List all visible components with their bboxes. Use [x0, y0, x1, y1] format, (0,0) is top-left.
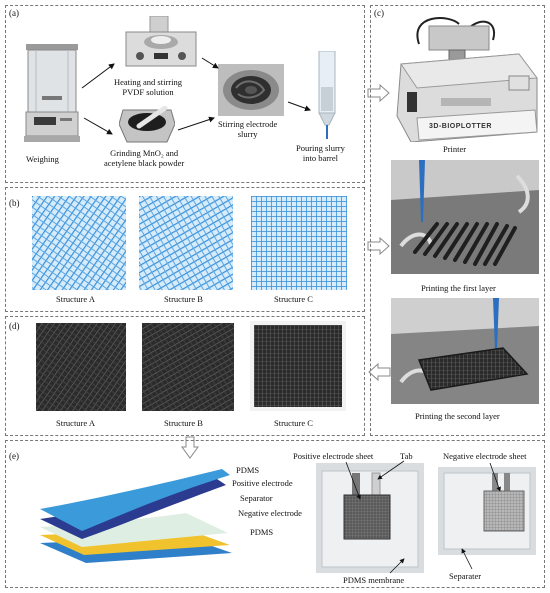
barrel-photo [318, 51, 336, 139]
grinding-line-2: acetylene black powder [104, 158, 185, 168]
first-layer-photo [391, 160, 539, 274]
printer-caption: Printer [443, 144, 467, 154]
pouring-line-2: into barrel [302, 153, 339, 163]
stirrer-photo [125, 16, 197, 67]
mortar-photo [119, 106, 175, 143]
panel-e: (e) PDMS Positive electrode Separator Ne… [5, 440, 545, 588]
process-arrows [81, 57, 311, 135]
layer-pdms-top [40, 469, 230, 531]
negative-sheet-caption: Negative electrode sheet [443, 451, 527, 461]
tab-caption: Tab [400, 451, 413, 461]
second-layer-caption: Printing the second layer [415, 411, 500, 421]
weighing-caption: Weighing [26, 154, 59, 164]
panel-c-tag: (c) [374, 8, 384, 18]
structure-b-c-caption: Structure C [274, 294, 313, 304]
leader-separater [461, 548, 473, 570]
stirring-line-1: Stirring electrode [218, 119, 278, 129]
panel-b-tag: (b) [9, 198, 20, 208]
panel-a-tag: (a) [9, 8, 19, 18]
pouring-line-1: Pouring slurry [296, 143, 345, 153]
stirring-line-2: slurry [237, 129, 258, 139]
arrow-mortar-to-slurry [177, 116, 215, 131]
arrow-to-stirrer [81, 63, 115, 89]
printer-photo [396, 17, 538, 142]
pouring-caption: Pouring slurry into barrel [296, 143, 345, 163]
exploded-layers-diagram [40, 469, 232, 563]
layer-separator [40, 513, 228, 547]
negative-device-photo [438, 467, 536, 555]
label-positive-electrode: Positive electrode [232, 478, 293, 488]
printed-structure-b [142, 323, 234, 411]
pdms-membrane-caption: PDMS membrane [343, 575, 405, 585]
label-separator: Separator [240, 493, 273, 503]
structure-c-pattern [251, 196, 347, 290]
structure-b-a-caption: Structure A [56, 294, 95, 304]
arrow-to-mortar [83, 117, 113, 135]
heating-line-2: PVDF solution [122, 87, 174, 97]
structure-b-pattern [139, 196, 233, 290]
panel-d-tag: (d) [9, 321, 20, 331]
printed-structure-a [36, 323, 126, 411]
balance-photo [24, 44, 80, 142]
stirring-caption: Stirring electrode slurry [218, 119, 277, 139]
structure-d-c-caption: Structure C [274, 418, 313, 428]
label-negative-electrode: Negative electrode [238, 508, 302, 518]
slurry-photo [218, 64, 284, 116]
positive-sheet-caption: Positive electrode sheet [293, 451, 374, 461]
structure-d-a-caption: Structure A [56, 418, 95, 428]
panel-e-leader-lines [345, 460, 501, 574]
printed-filaments [413, 222, 517, 266]
printer-brand: 3D-BIOPLOTTER [429, 123, 492, 130]
panel-c: (c) 3D-BIOPLOTTER Printer [370, 5, 545, 436]
separater-caption: Separater [449, 571, 482, 581]
label-pdms-bottom: PDMS [250, 527, 274, 537]
arrow-stirrer-to-slurry [201, 57, 219, 69]
arrow-slurry-to-barrel [287, 101, 311, 112]
positive-device-photo [316, 463, 424, 573]
panel-a: (a) Weighing Heating and stirring PVDF s… [5, 5, 365, 183]
first-layer-caption: Printing the first layer [421, 283, 496, 293]
leader-pdms-membrane [389, 558, 405, 574]
grinding-caption: Grinding MnO₂ and acetylene black powder [104, 148, 184, 168]
hollow-arrow-d-to-e [181, 436, 199, 459]
panel-e-tag: (e) [9, 451, 19, 461]
leader-negative-sheet [489, 462, 501, 492]
heating-line-1: Heating and stirring [114, 77, 182, 87]
panel-d: (d) Structure A Structure B Structure C [5, 316, 365, 436]
structure-a-pattern [32, 196, 126, 290]
second-layer-photo [391, 298, 539, 404]
printed-structure-c [250, 321, 346, 411]
panel-b: (b) Structure A Structure B Structure C [5, 187, 365, 312]
label-pdms-top: PDMS [236, 465, 260, 475]
grinding-line-1: Grinding MnO₂ and [110, 148, 179, 158]
hollow-arrow-c-to-d [368, 362, 391, 382]
leader-positive-sheet [345, 461, 361, 500]
heating-caption: Heating and stirring PVDF solution [114, 77, 182, 97]
structure-d-b-caption: Structure B [164, 418, 203, 428]
structure-b-b-caption: Structure B [164, 294, 203, 304]
leader-tab [377, 460, 405, 480]
